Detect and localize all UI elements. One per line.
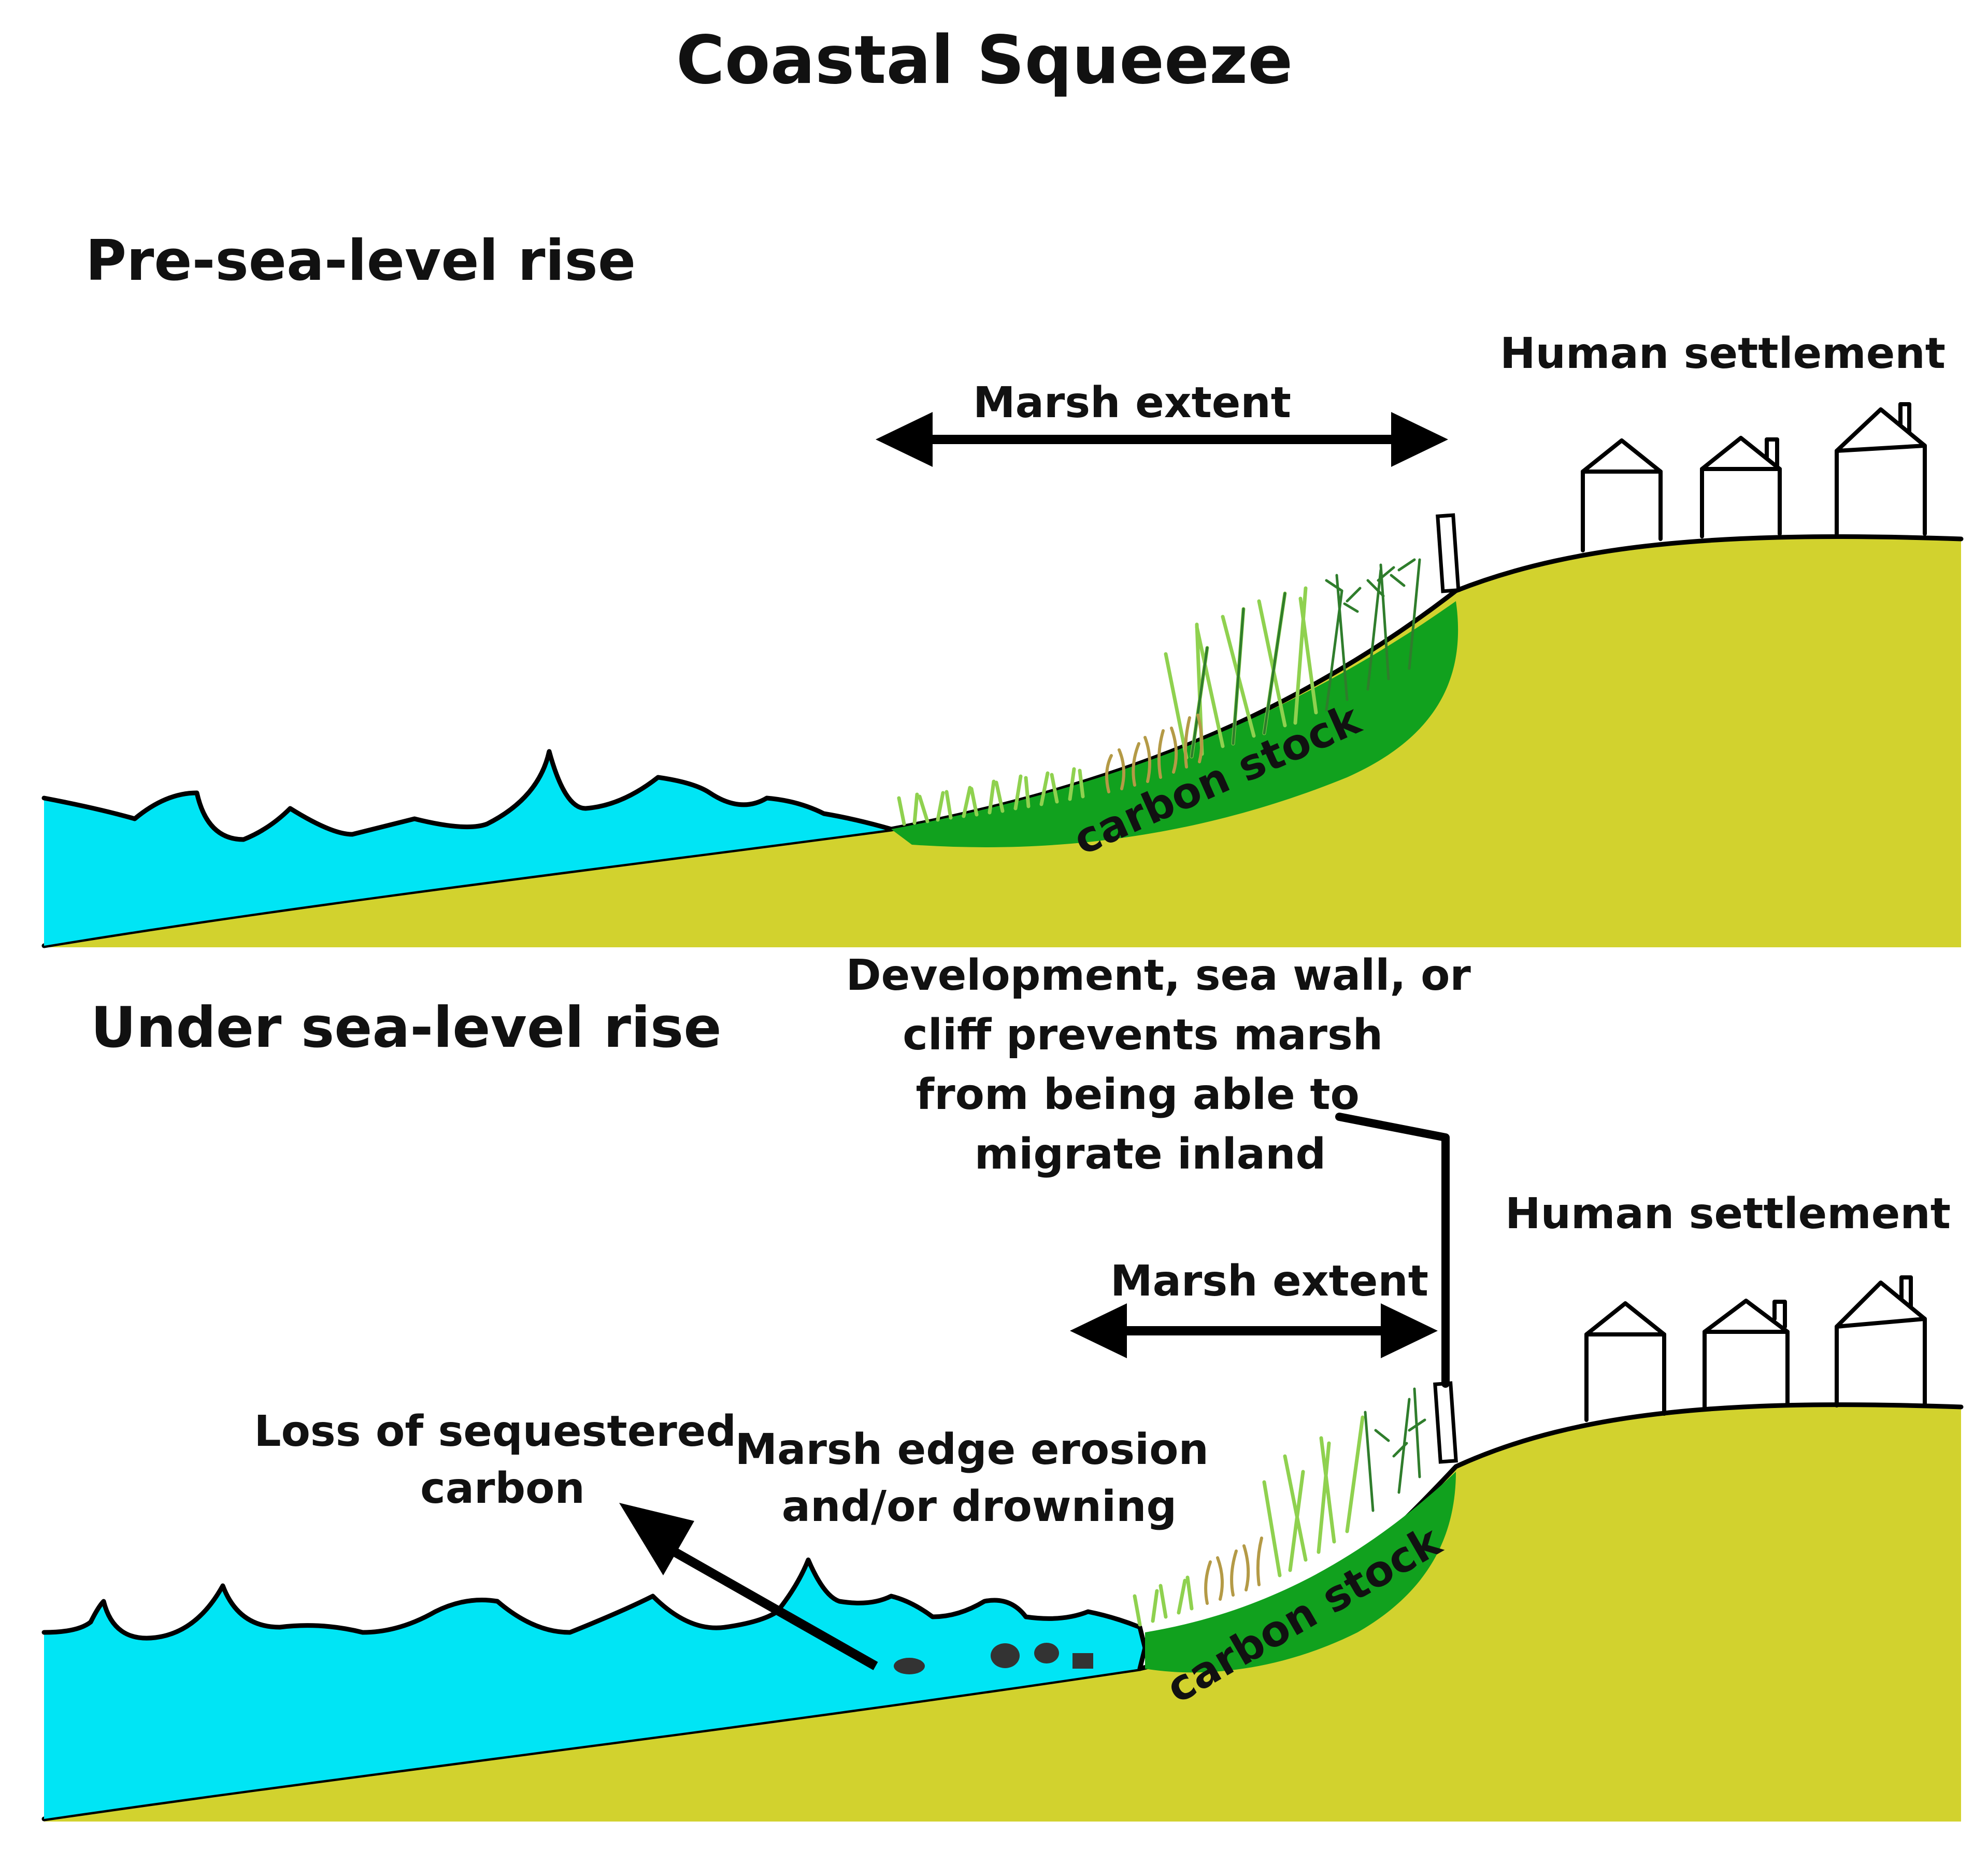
barrier-note: Development, sea wall, or cliff prevents… <box>846 951 1486 1179</box>
settlement-label-under: Human settlement <box>1505 1189 1951 1239</box>
house-icon <box>1703 1299 1790 1411</box>
water-under <box>44 1560 1145 1819</box>
loss-label-line-2: carbon <box>420 1464 585 1513</box>
marsh-extent-arrow-under-left-head <box>1070 1303 1127 1358</box>
barrier-note-line-1: Development, sea wall, or <box>846 951 1471 1000</box>
settlement-label-pre: Human settlement <box>1500 329 1946 378</box>
loss-label: Loss of sequestered carbon <box>254 1407 751 1513</box>
marsh-extent-label-pre: Marsh extent <box>973 378 1291 428</box>
barrier-note-line-3: from being able to <box>916 1070 1360 1119</box>
marsh-extent-arrow-under-right-head <box>1381 1303 1438 1358</box>
marsh-extent-arrow-left-head <box>876 412 933 467</box>
panel-pre-sea-level-rise: Pre-sea-level rise carbon stock <box>41 229 1964 948</box>
water-surface-pre <box>41 749 894 842</box>
house-icon <box>1835 1275 1927 1407</box>
barrier-note-line-4: migrate inland <box>975 1130 1326 1179</box>
erosion-label-line-1: Marsh edge erosion <box>735 1425 1209 1474</box>
marsh-extent-arrow-right-head <box>1391 412 1448 467</box>
loss-arrow-head <box>619 1503 694 1575</box>
erosion-label: Marsh edge erosion and/or drowning <box>735 1425 1224 1531</box>
house-icon <box>1581 438 1663 552</box>
loss-label-line-1: Loss of sequestered <box>254 1407 736 1456</box>
loss-arrow <box>663 1543 878 1670</box>
ground-under <box>44 1404 1961 1822</box>
sea-wall-marker-under <box>1433 1381 1458 1464</box>
sea-wall-marker-pre <box>1436 513 1461 593</box>
panel-heading-under: Under sea-level rise <box>91 995 722 1060</box>
marsh-extent-label-under: Marsh extent <box>1110 1257 1428 1306</box>
erosion-label-line-2: and/or drowning <box>782 1482 1177 1531</box>
carbon-stock-pre <box>891 601 1458 847</box>
ground-pre <box>44 536 1961 947</box>
house-icon <box>1835 402 1927 536</box>
water-surface-under <box>41 1557 1148 1671</box>
panel-under-sea-level-rise: Under sea-level rise carbon stock <box>41 951 1964 1822</box>
barrier-callout-leader <box>1335 1113 1450 1388</box>
house-icon <box>1584 1301 1666 1422</box>
marsh-vegetation-under <box>1133 1387 1426 1627</box>
water-pre <box>44 751 891 946</box>
diagram-title: Coastal Squeeze <box>676 22 1293 99</box>
house-icon <box>1700 436 1782 538</box>
marsh-vegetation-pre <box>897 558 1421 826</box>
eroded-marsh-clumps <box>894 1643 1093 1674</box>
panel-heading-pre: Pre-sea-level rise <box>85 229 636 293</box>
carbon-stock-under <box>1145 1472 1456 1673</box>
barrier-note-line-2: cliff prevents marsh <box>903 1011 1383 1060</box>
